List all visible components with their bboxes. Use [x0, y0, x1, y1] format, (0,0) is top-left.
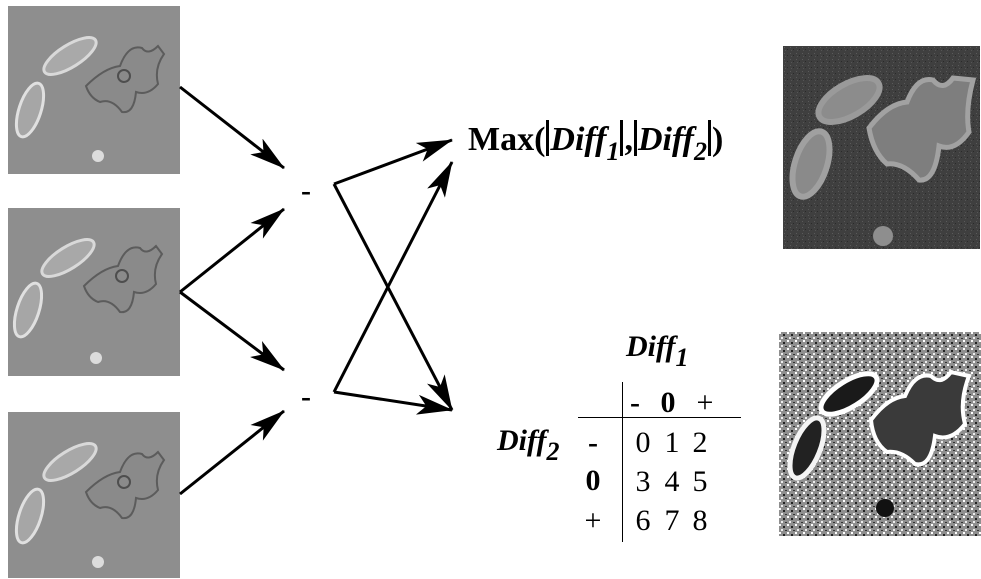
formula-diff2: Diff [637, 121, 694, 158]
abs-bar [707, 120, 711, 156]
table-row-title: Diff2 [497, 424, 559, 466]
abs-bar [620, 120, 624, 156]
output-max-image [783, 46, 980, 249]
table-cell: 2 [692, 426, 708, 459]
row-title-sub: 2 [546, 437, 560, 466]
code-diff-image [779, 332, 981, 536]
input-frame-2 [8, 208, 180, 376]
table-cell: 0 [635, 426, 651, 459]
cell-image-1 [8, 6, 180, 174]
table-cell: 1 [664, 426, 680, 459]
table-cell: 6 [635, 504, 651, 537]
output-code-image [779, 332, 981, 536]
formula-diff2-sub: 2 [693, 137, 707, 166]
table-cell: 4 [664, 465, 680, 498]
max-formula: Max(Diff1,Diff2) [468, 120, 724, 166]
cell-image-3 [8, 412, 180, 578]
formula-prefix: Max( [468, 121, 546, 158]
row-header: - [588, 426, 598, 459]
abs-bar [633, 120, 637, 156]
input-frame-1 [8, 6, 180, 174]
col-header: - [630, 386, 640, 419]
arrow-frame1-to-minus1 [179, 85, 285, 170]
col-title-base: Diff [626, 330, 676, 363]
arrow-minus1-to-max [333, 138, 453, 186]
formula-diff1-sub: 1 [606, 137, 620, 166]
arrow-minus1-to-code [332, 183, 454, 411]
row-title-base: Diff [497, 424, 547, 457]
row-header: + [584, 504, 602, 537]
table-cell: 8 [692, 504, 708, 537]
formula-separator: , [624, 121, 633, 158]
input-frame-3 [8, 412, 180, 578]
table-horizontal-rule [578, 417, 741, 418]
col-header: 0 [660, 386, 676, 419]
table-cell: 5 [692, 465, 708, 498]
table-cell: 7 [664, 504, 680, 537]
table-vertical-rule [622, 382, 623, 542]
formula-diff1: Diff [550, 121, 607, 158]
arrow-minus2-to-code [333, 390, 453, 415]
abs-bar [546, 120, 550, 156]
arrow-frame2-to-minus1 [179, 207, 285, 294]
col-header: + [696, 386, 714, 419]
subtract-operator-bottom: - [301, 380, 311, 413]
row-header: 0 [585, 464, 601, 497]
col-title-sub: 1 [675, 343, 689, 372]
table-cell: 3 [635, 465, 651, 498]
max-diff-image [783, 46, 980, 249]
formula-suffix: ) [711, 121, 724, 158]
arrow-frame3-to-minus2 [179, 409, 285, 496]
arrow-minus2-to-max [332, 161, 454, 393]
table-col-title: Diff1 [626, 330, 688, 372]
cell-image-2 [8, 208, 180, 376]
subtract-operator-top: - [301, 174, 311, 207]
arrow-frame2-to-minus2 [179, 290, 285, 372]
